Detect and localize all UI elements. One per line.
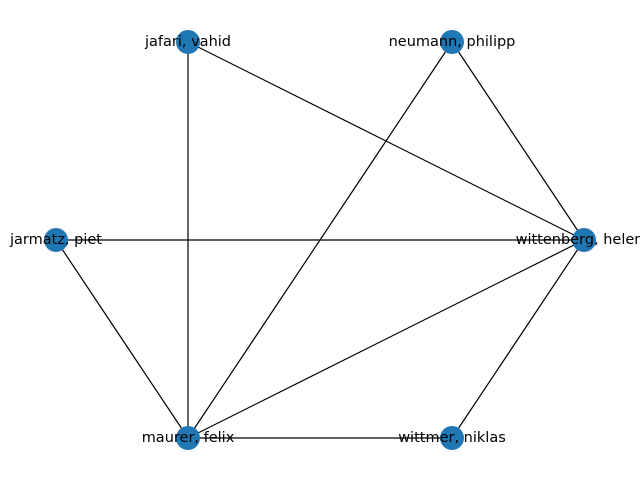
node-maurer	[176, 426, 200, 450]
node-neumann	[440, 30, 464, 54]
nodes-layer	[44, 30, 596, 450]
node-jarmatz	[44, 228, 68, 252]
node-wittenberg	[572, 228, 596, 252]
node-label-jafari: jafari, vahid	[144, 34, 231, 50]
node-label-neumann: neumann, philipp	[389, 34, 516, 50]
labels-layer: jafari, vahid neumann, philipp jarmatz, pi…	[9, 34, 640, 446]
node-label-jarmatz: jarmatz, piet	[9, 232, 102, 248]
node-label-wittmer: wittmer, niklas	[398, 430, 506, 446]
edge-wittmer-wittenberg	[451, 239, 585, 439]
node-wittmer	[440, 426, 464, 450]
edge-neumann-wittenberg	[451, 41, 585, 241]
edge-maurer-wittenberg	[187, 239, 585, 439]
node-jafari	[176, 30, 200, 54]
edges-layer	[55, 41, 585, 439]
node-label-wittenberg: wittenberg, helene	[516, 232, 640, 248]
node-label-maurer: maurer, felix	[142, 430, 235, 446]
edge-jarmatz-maurer	[55, 239, 189, 439]
